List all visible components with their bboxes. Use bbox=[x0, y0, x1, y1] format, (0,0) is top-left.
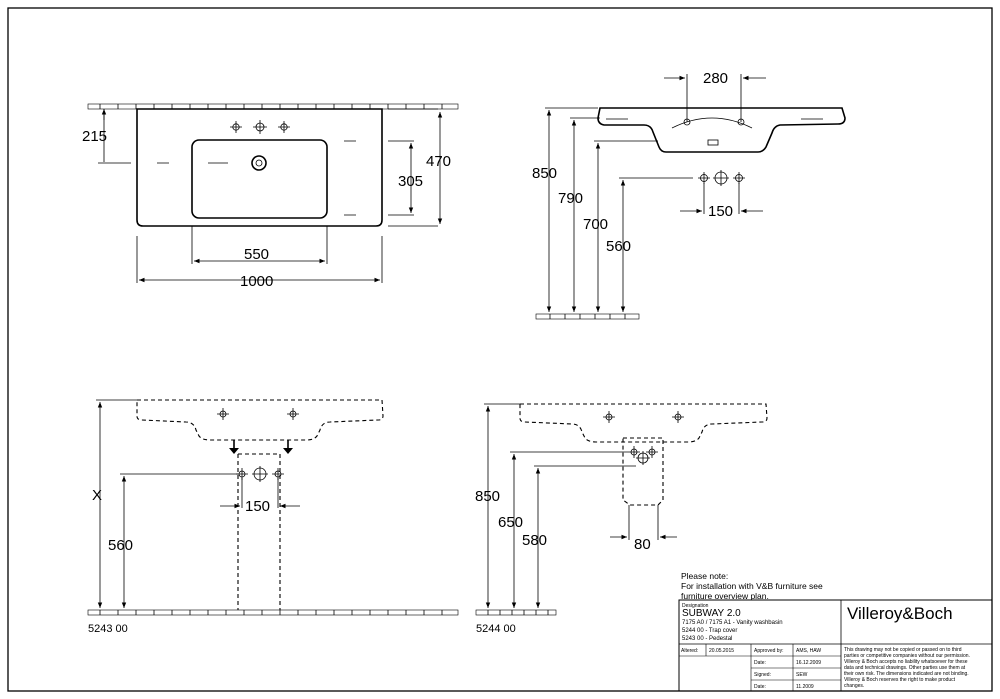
disclaimer-line-3: Villeroy & Boch accepts no liability wha… bbox=[844, 659, 968, 665]
dim-560-furniture: 560 bbox=[108, 537, 133, 554]
dim-700: 700 bbox=[583, 216, 608, 233]
pedestal-view: 80 850 650 580 5244 00 bbox=[475, 403, 768, 635]
dim-650: 650 bbox=[498, 514, 523, 531]
dim-80: 80 bbox=[634, 536, 651, 553]
disclaimer-line-4: data and technical drawings. Other parti… bbox=[844, 665, 966, 671]
dim-550: 550 bbox=[244, 246, 269, 263]
designation-label: Designation bbox=[682, 603, 709, 609]
tap-hole-markers bbox=[230, 120, 290, 134]
basin-outline bbox=[136, 108, 383, 227]
drain bbox=[251, 155, 267, 171]
signed-value: SEW bbox=[796, 672, 808, 678]
dim-580: 580 bbox=[522, 532, 547, 549]
basin-dashed-outline bbox=[136, 399, 384, 441]
top-view: 215 470 305 550 1000 bbox=[82, 103, 459, 290]
approved-label: Approved by: bbox=[754, 648, 783, 654]
disclaimer-line-1: This drawing may not be copied or passed… bbox=[844, 647, 962, 653]
installation-note: Please note: For installation with V&B f… bbox=[681, 571, 823, 601]
altered-label: Altered: bbox=[681, 648, 698, 654]
floor-hatch-furniture bbox=[87, 609, 459, 616]
basin-dashed-outline-2 bbox=[519, 403, 768, 443]
designation-line-1: 7175 A0 / 7175 A1 - Vanity washbasin bbox=[682, 620, 783, 626]
dim-x: X bbox=[92, 487, 102, 504]
dim-150-side: 150 bbox=[708, 203, 733, 220]
designation-line-3: 5243 00 - Pedestal bbox=[682, 636, 732, 642]
bowl-outline bbox=[191, 139, 328, 219]
dim-470: 470 bbox=[426, 153, 451, 170]
side-view: 280 150 850 790 700 560 bbox=[532, 70, 846, 320]
designation-line-2: 5244 00 - Trap cover bbox=[682, 628, 737, 634]
product-name: SUBWAY 2.0 bbox=[682, 608, 741, 619]
date-label-1: Date: bbox=[754, 660, 766, 666]
brand-logo: Villeroy&Boch bbox=[847, 604, 953, 623]
signed-label: Signed: bbox=[754, 672, 771, 678]
disclaimer-line-5: their own risk. The dimensions indicated… bbox=[844, 671, 969, 677]
floor-hatch-pedestal bbox=[475, 609, 557, 616]
dim-280: 280 bbox=[703, 70, 728, 87]
article-code-5244: 5244 00 bbox=[476, 623, 516, 635]
furniture-view: 150 X 560 5243 00 bbox=[87, 399, 459, 635]
article-code-5243: 5243 00 bbox=[88, 623, 128, 635]
dim-215: 215 bbox=[82, 128, 107, 145]
dim-850-side: 850 bbox=[532, 165, 557, 182]
note-line-1: Please note: bbox=[681, 571, 729, 581]
note-line-2: For installation with V&B furniture see bbox=[681, 581, 823, 591]
disclaimer-line-6: Villeroy & Boch reserves the right to ma… bbox=[844, 677, 956, 683]
date-label-2: Date: bbox=[754, 684, 766, 690]
floor-hatch bbox=[535, 313, 640, 320]
dim-305: 305 bbox=[398, 173, 423, 190]
date-value-1: 16.12.2009 bbox=[796, 660, 821, 666]
basin-front-profile bbox=[597, 107, 846, 153]
dim-850-pedestal: 850 bbox=[475, 488, 500, 505]
disclaimer-line-2: parties or competitive companies without… bbox=[844, 653, 970, 659]
date-value-2: 11.2009 bbox=[796, 684, 814, 690]
altered-date: 20.05.2015 bbox=[709, 648, 734, 654]
drawing-border bbox=[7, 7, 993, 692]
dim-790: 790 bbox=[558, 190, 583, 207]
pedestal-dashed-outline bbox=[237, 453, 281, 612]
disclaimer-line-7: changes. bbox=[844, 683, 864, 689]
dim-1000: 1000 bbox=[240, 273, 273, 290]
trap-connection-markers bbox=[698, 170, 745, 186]
dim-560-side: 560 bbox=[606, 238, 631, 255]
dim-150-furniture: 150 bbox=[245, 498, 270, 515]
title-block: Designation SUBWAY 2.0 7175 A0 / 7175 A1… bbox=[678, 599, 993, 692]
note-line-3: furniture overview plan. bbox=[681, 591, 769, 601]
trap-cover-dashed-outline bbox=[622, 437, 664, 506]
approved-value: AMS, HAW bbox=[796, 648, 821, 654]
